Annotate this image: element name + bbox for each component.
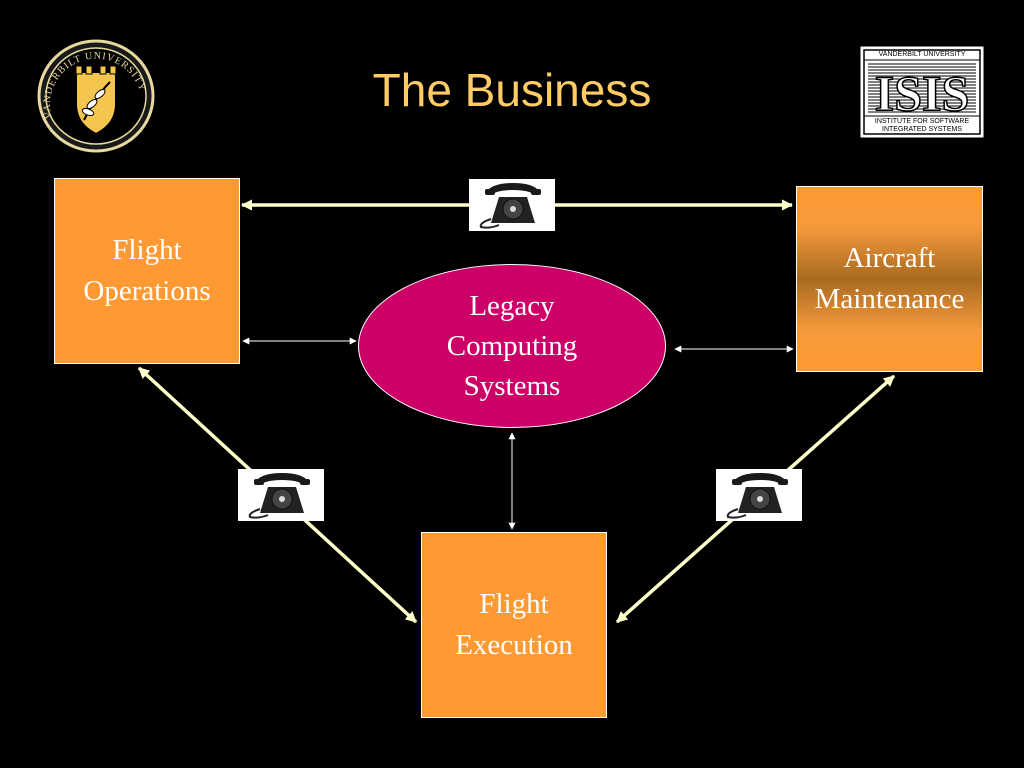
vanderbilt-seal-logo: VANDERBILT UNIVERSITY <box>36 38 156 154</box>
isis-bottom-line2: INTEGRATED SYSTEMS <box>882 126 962 133</box>
flight-execution-box: Flight Execution <box>421 532 607 718</box>
flight-execution-line2: Execution <box>455 629 573 661</box>
legacy-computing-systems-ellipse: Legacy Computing Systems <box>358 264 666 428</box>
slide-title: The Business <box>372 64 652 116</box>
legacy-line1: Legacy <box>469 290 555 322</box>
aircraft-maintenance-line2: Maintenance <box>814 283 965 315</box>
legacy-line3: Systems <box>463 370 561 402</box>
flight-operations-line2: Operations <box>83 275 211 307</box>
telephone-icon <box>716 469 802 521</box>
isis-mark-text: ISIS <box>875 65 970 121</box>
aircraft-maintenance-box: Aircraft Maintenance <box>796 186 983 372</box>
flight-execution-line1: Flight <box>479 588 549 620</box>
telephone-icon <box>469 179 555 231</box>
isis-top-text: VANDERBILT UNIVERSITY <box>878 51 966 58</box>
legacy-line2: Computing <box>446 330 578 362</box>
telephone-icon <box>238 469 324 521</box>
isis-bottom-line1: INSTITUTE FOR SOFTWARE <box>874 118 970 125</box>
flight-operations-box: Flight Operations <box>54 178 240 364</box>
isis-logo: ISIS VANDERBILT UNIVERSITY INSTITUTE FOR… <box>860 46 984 138</box>
aircraft-maintenance-line1: Aircraft <box>843 242 936 274</box>
flight-operations-line1: Flight <box>112 234 182 266</box>
